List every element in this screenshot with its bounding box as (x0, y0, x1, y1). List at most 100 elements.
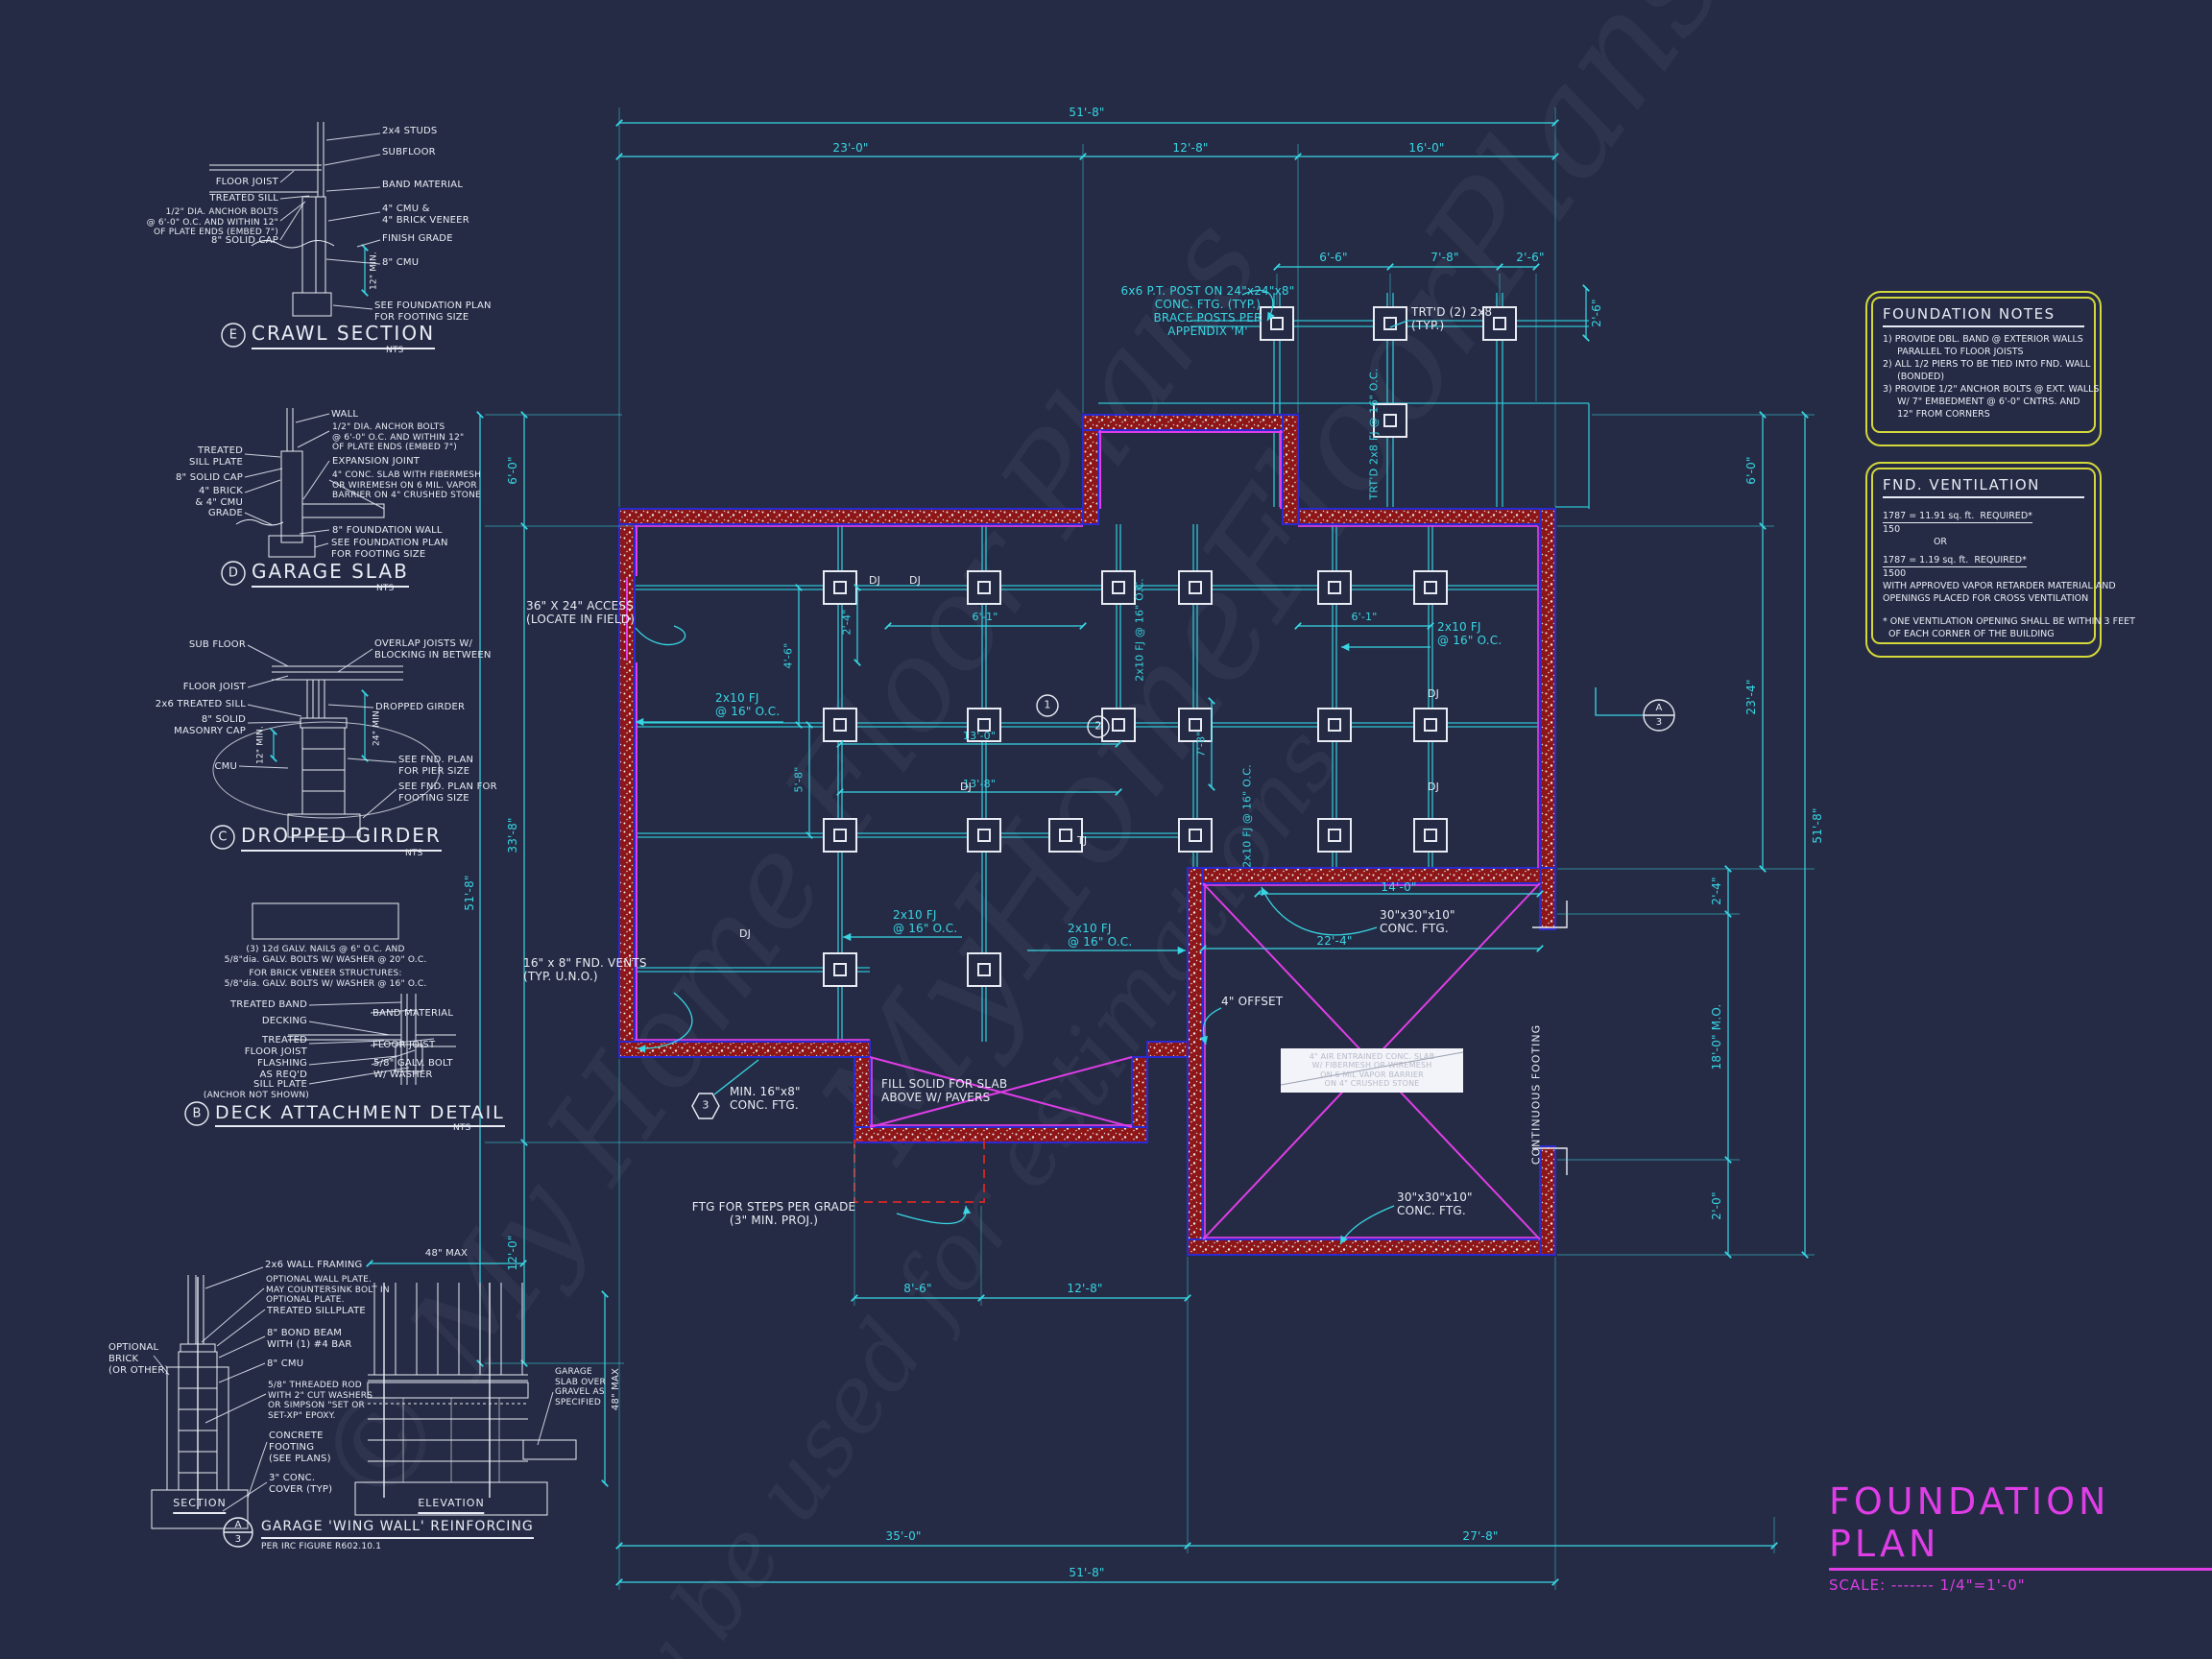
conc-footing-note: 30"x30"x10" CONC. FTG. (1380, 908, 1455, 936)
label: 8" CMU (382, 257, 420, 268)
foundation-notes-box: FOUNDATION NOTES 1) PROVIDE DBL. BAND @ … (1865, 291, 2102, 446)
door-jamb (1532, 1147, 1568, 1175)
extension-lines (485, 108, 1815, 1590)
label: TREATED SILL (209, 193, 278, 204)
crawl-section-art (209, 122, 381, 317)
label: 12" MIN. (369, 251, 379, 291)
note-line: 12" FROM CORNERS (1883, 409, 1990, 420)
dim-overall-left: 51'-8" (462, 875, 476, 911)
vent-footnote: OF EACH CORNER OF THE BUILDING (1883, 629, 2055, 639)
label: SEE FND. PLAN FOR FOOTING SIZE (398, 781, 497, 804)
dim-garage-door-mo: 18'-0" M.O. (1709, 1003, 1723, 1070)
girder-lines (635, 524, 1540, 1042)
dim: 2'-6" (1589, 299, 1603, 327)
fill-solid-note: FILL SOLID FOR SLAB ABOVE W/ PAVERS (881, 1077, 1008, 1105)
label: 1/2" DIA. ANCHOR BOLTS @ 6'-0" O.C. AND … (332, 422, 465, 453)
door-jamb (1532, 901, 1568, 928)
dim: 23'-0" (832, 141, 869, 155)
label: OVERLAP JOISTS W/ BLOCKING IN BETWEEN (374, 638, 492, 661)
label: SUB FLOOR (188, 639, 246, 650)
label: 2x4 STUDS (382, 126, 438, 136)
label: FLOOR JOIST (215, 177, 278, 187)
note-line: PARALLEL TO FLOOR JOISTS (1883, 347, 2024, 357)
detail-title: DROPPED GIRDER (241, 824, 442, 852)
label: 8" FOUNDATION WALL (332, 525, 443, 536)
continuous-footing-label: CONTINUOUS FOOTING (1529, 1023, 1543, 1166)
dim: 2'-6" (1516, 251, 1545, 264)
dim: 35'-0" (885, 1529, 922, 1543)
steps-footing-note: FTG FOR STEPS PER GRADE (3" MIN. PROJ.) (691, 1200, 856, 1228)
vents-note: 16" x 8" FND. VENTS (TYP. U.N.O.) (523, 956, 647, 984)
detail-letter: A (234, 1520, 242, 1531)
label: 8" CMU (267, 1358, 304, 1369)
label: SEE FOUNDATION PLAN FOR FOOTING SIZE (331, 538, 448, 560)
wing-wall-art (151, 1260, 609, 1529)
floor-joist-note: 2x10 FJ @ 16" O.C. (1437, 620, 1503, 648)
slab-note-line (1280, 1051, 1464, 1086)
dim: 13'-0" (962, 730, 997, 742)
label: TREATED SILL PLATE (189, 445, 243, 468)
dim: 2'-0" (1709, 1191, 1723, 1220)
detail-title: CRAWL SECTION (252, 322, 436, 349)
title-block: FOUNDATION PLAN SCALE: ------- 1/4"=1'-0… (1829, 1480, 2212, 1594)
detail-title: GARAGE SLAB (252, 560, 409, 588)
label: DECKING (261, 1016, 307, 1026)
detail-letter: E (228, 327, 238, 343)
label: 8" SOLID CAP (210, 235, 278, 246)
label: DROPPED GIRDER (375, 702, 466, 712)
dim: 27'-8" (1462, 1529, 1499, 1543)
label: 2x6 TREATED SILL (155, 699, 246, 709)
deck-joist-note: TRT'D 2x8 FJ @ 16" O.C. (1367, 368, 1381, 500)
dim: 2'-4" (1709, 877, 1723, 905)
nts-label: NTS (405, 849, 423, 858)
circle-1-marker (1036, 694, 1059, 717)
vent-formula-2: 1787 = 1.19 sq. ft. REQUIRED* (1883, 555, 2027, 567)
detail-title: DECK ATTACHMENT DETAIL (215, 1102, 505, 1128)
label: BAND MATERIAL (382, 180, 464, 190)
dim: 23'-4" (1743, 679, 1758, 715)
keynote-1: 1 (1044, 698, 1051, 711)
vent-or: OR (1933, 537, 1948, 547)
garage-slab-spec: 4" AIR ENTRAINED CONC. SLAB W/ FIBERMESH… (1309, 1052, 1435, 1089)
label: TREATED SILLPLATE (267, 1306, 366, 1316)
dim: 7'-8" (1194, 731, 1208, 757)
dim: 6'-6" (1319, 251, 1348, 264)
elevation-label: ELEVATION (418, 1497, 485, 1514)
dim: 5'-8" (792, 766, 805, 793)
label: 8" BOND BEAM WITH (1) #4 BAR (267, 1328, 352, 1350)
dj-label: DJ (1428, 781, 1440, 793)
deck-note: 5/8"dia. GALV. BOLTS W/ WASHER @ 20" O.C… (224, 955, 427, 965)
label: (ANCHOR NOT SHOWN) (203, 1091, 309, 1100)
note-line: 3) PROVIDE 1/2" ANCHOR BOLTS @ EXT. WALL… (1883, 384, 2100, 395)
label: CONCRETE FOOTING (SEE PLANS) (269, 1431, 331, 1464)
keynote-2: 2 (1094, 719, 1102, 733)
nts-label: NTS (386, 346, 404, 355)
dj-label: DJ (909, 574, 922, 587)
treated-band-note: TRT'D (2) 2x8 (TYP.) (1411, 305, 1493, 333)
detail-letter: C (218, 830, 228, 845)
dj-label: DJ (1428, 687, 1440, 700)
dj-label: DJ (960, 781, 973, 793)
dim: 8'-6" (903, 1282, 932, 1295)
fnd-ventilation-title: FND. VENTILATION (1883, 476, 2084, 498)
dim: 22'-4" (1316, 934, 1353, 948)
fnd-ventilation-box: FND. VENTILATION 1787 = 11.91 sq. ft. RE… (1865, 462, 2135, 658)
label: BAND MATERIAL (373, 1008, 454, 1019)
steps-footing-dashed (854, 1140, 985, 1203)
label: FINISH GRADE (382, 233, 453, 244)
label: WALL (331, 409, 359, 420)
vent-denominator-2: 1500 (1883, 568, 1907, 579)
label: 24" MIN. (372, 707, 382, 747)
dj-label: DJ (869, 574, 881, 587)
post-footing-note: 6x6 P.T. POST ON 24"x24"x8" CONC. FTG. (… (1120, 284, 1295, 339)
detail-subtitle: PER IRC FIGURE R602.10.1 (261, 1542, 382, 1551)
keynote-3: 3 (702, 1098, 709, 1112)
detail-letter: D (228, 565, 239, 581)
deck-note: (3) 12d GALV. NAILS @ 6" O.C. AND (246, 945, 405, 954)
dim: 6'-1" (972, 611, 998, 623)
detail-a3-circle (223, 1517, 253, 1548)
foundation-notes-title: FOUNDATION NOTES (1883, 305, 2084, 327)
vent-footnote: * ONE VENTILATION OPENING SHALL BE WITHI… (1883, 616, 2135, 627)
dim-overall-bottom: 51'-8" (1069, 1566, 1105, 1579)
label: 5/8" THREADED ROD WITH 2" CUT WASHERS OR… (268, 1381, 373, 1421)
